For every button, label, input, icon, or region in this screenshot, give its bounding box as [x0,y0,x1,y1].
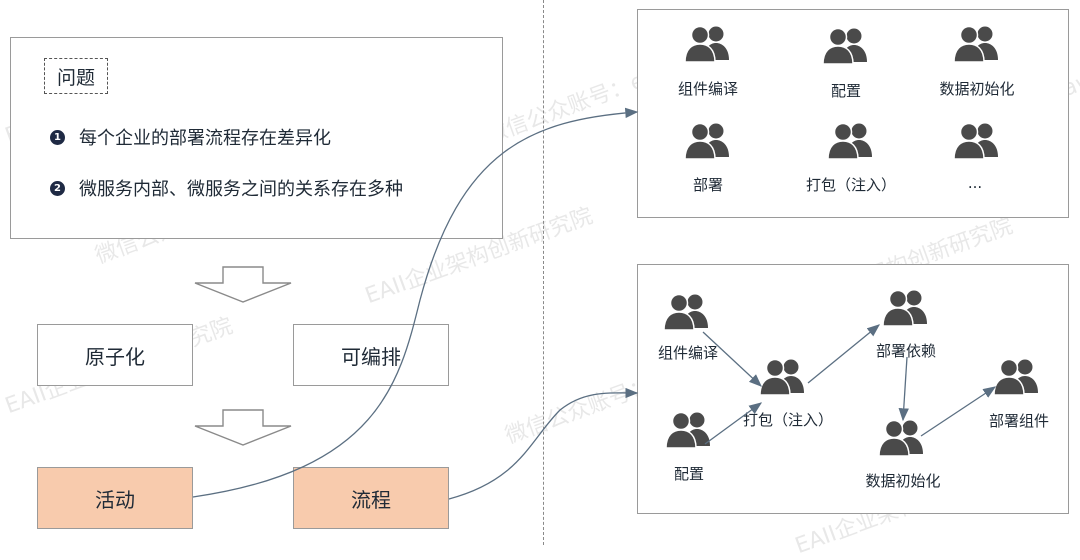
process-box: 流程 [293,467,449,529]
group-icon [820,26,872,70]
group-icon [880,288,932,332]
group-icon [757,357,809,401]
problem-tag: 问题 [44,58,108,94]
down-arrow-icon [194,266,292,303]
group-icon [825,121,877,165]
activity-connector [192,107,639,498]
activity-label: 部署 [692,176,724,194]
activity-label: 打包（注入） [805,176,897,194]
activity-label: 配置 [830,82,862,100]
bullet-text: 微服务内部、微服务之间的关系存在多种 [79,179,403,200]
process-node-label: 配置 [673,465,705,483]
edge-arrow [704,402,763,445]
bullet-text: 每个企业的部署流程存在差异化 [79,128,331,149]
activity-label: 组件编译 [677,80,739,98]
process-node-label: 数据初始化 [865,472,941,490]
group-icon [682,24,734,68]
edge-arrow [807,324,881,384]
process-node-label: 打包（注入） [742,411,834,429]
activities-panel [637,9,1069,218]
group-icon [661,292,713,336]
process-connector [448,387,639,500]
problem-bullet: 1 每个企业的部署流程存在差异化 [50,124,331,150]
divider-line [543,0,544,545]
group-icon [951,24,1003,68]
activity-label: 数据初始化 [939,80,1015,98]
group-icon [682,121,734,165]
edge-arrow [920,386,997,437]
problem-box [10,37,503,239]
problem-bullet: 2 微服务内部、微服务之间的关系存在多种 [50,175,403,201]
bullet-number-icon: 1 [50,129,65,145]
bullet-number-icon: 2 [50,180,65,196]
group-icon [991,357,1043,401]
process-node-label: 组件编译 [657,344,719,362]
group-icon [951,121,1003,165]
process-node-label: 部署依赖 [875,342,937,360]
activity-label: ... [967,174,983,192]
down-arrow-icon [194,409,292,446]
group-icon [663,410,715,454]
orchestrate-box: 可编排 [293,324,449,386]
edge-arrow [898,356,909,422]
connectors [192,107,997,500]
group-icon [876,418,928,462]
atomize-box: 原子化 [37,324,193,386]
process-node-label: 部署组件 [988,412,1050,430]
activity-box: 活动 [37,467,193,529]
edge-arrow [702,331,762,387]
